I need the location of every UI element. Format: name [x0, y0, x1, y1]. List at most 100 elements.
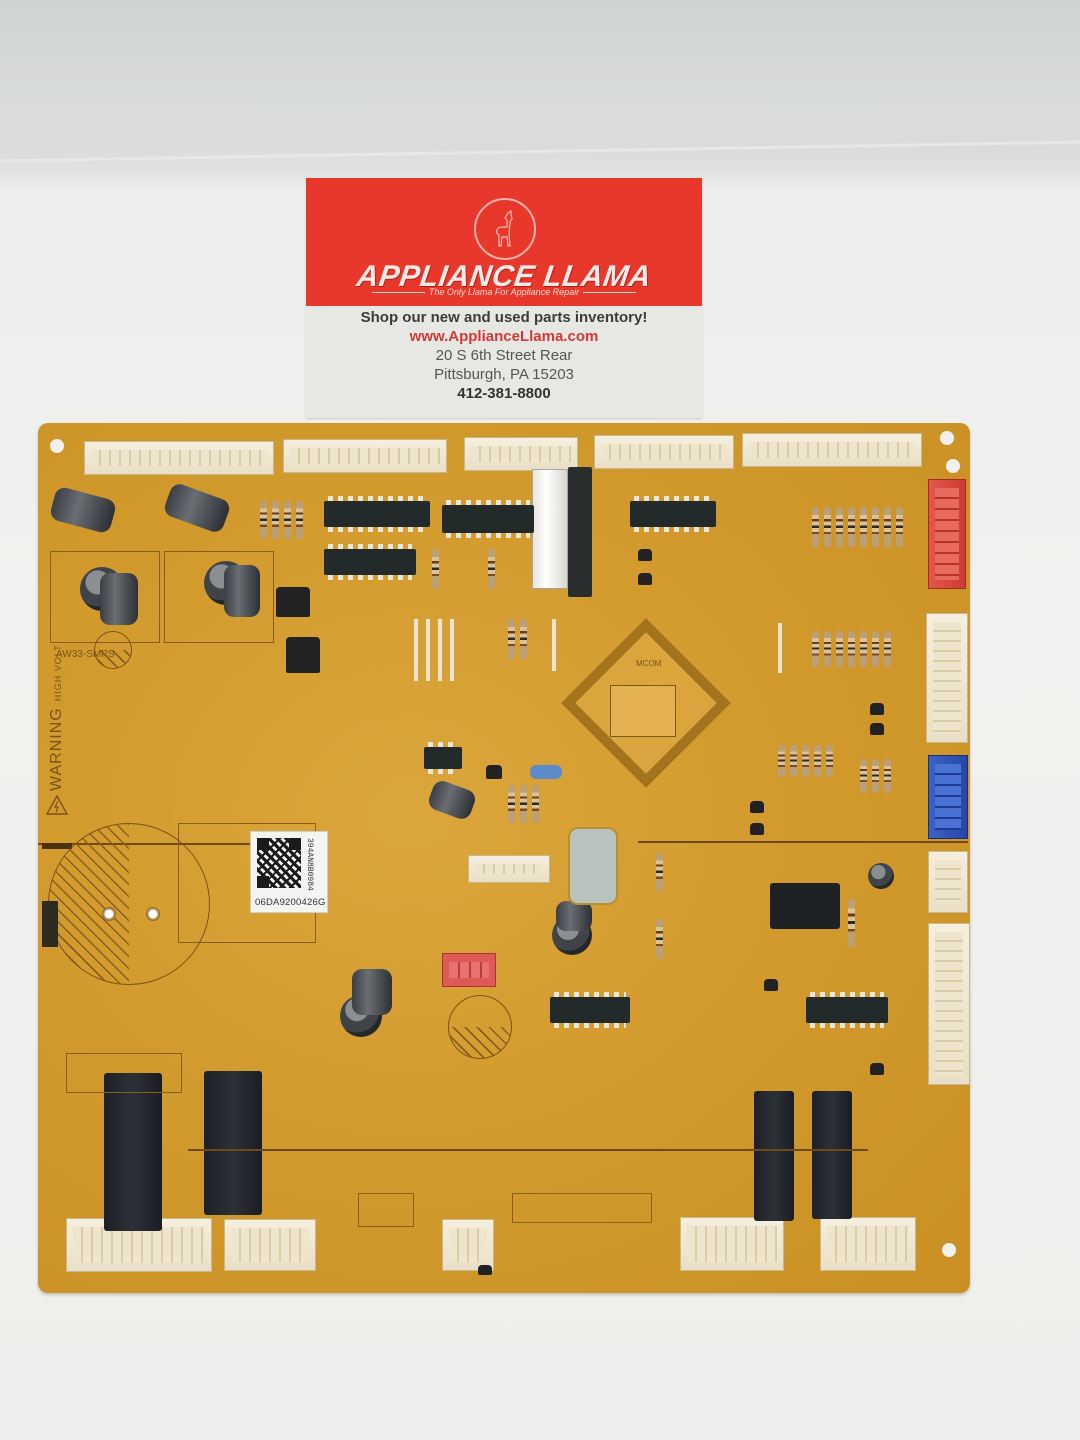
resistor [848, 899, 855, 947]
ic-chip [324, 544, 416, 580]
transistor [750, 801, 764, 813]
transistor [486, 765, 502, 779]
transistor [478, 1265, 492, 1275]
connector-right-2 [928, 851, 968, 913]
connector-top-3 [464, 437, 578, 471]
resistor [432, 549, 439, 589]
resistor [848, 631, 855, 667]
ic-chip [442, 500, 534, 538]
serial-number: 394AN8B0984 [305, 838, 314, 891]
resistor [884, 631, 891, 667]
jumper-wire [426, 619, 430, 681]
ic-chip [550, 992, 630, 1028]
led [146, 907, 160, 921]
shop-line: Shop our new and used parts inventory! [360, 309, 648, 326]
connector-bottom-4 [680, 1217, 784, 1271]
resistor [656, 853, 663, 891]
jumper-wire [450, 619, 454, 681]
bridge-rectifier [770, 883, 840, 929]
resistor [260, 501, 267, 539]
capacitor [868, 863, 894, 889]
qr-code-label: 394AN8B0984 06DA9200426G [250, 831, 328, 913]
mcu-info-box [610, 685, 676, 737]
connector-bottom-5 [820, 1217, 916, 1271]
resistor [532, 785, 539, 823]
brand-tagline: The Only Llama For Appliance Repair [372, 287, 636, 303]
connector-bottom-2 [224, 1219, 316, 1271]
relay [812, 1091, 852, 1219]
resistor [520, 619, 527, 659]
resistor [836, 631, 843, 667]
resistor [824, 507, 831, 547]
relay [104, 1073, 162, 1231]
connector-top-5 [742, 433, 922, 467]
resistor [812, 631, 819, 667]
resistor [872, 507, 879, 547]
ground-pad [42, 901, 58, 947]
resistor [848, 507, 855, 547]
background-wall [0, 0, 1080, 190]
transistor [276, 587, 310, 617]
address-line-1: 20 S 6th Street Rear [435, 347, 573, 364]
relay [754, 1091, 794, 1221]
capacitor [556, 901, 592, 931]
transistor [870, 723, 884, 735]
capacitor [426, 778, 478, 822]
relay [204, 1071, 262, 1215]
connector-right-3 [928, 923, 970, 1085]
mcu-label: MCOM [636, 659, 662, 668]
section-label: AW33-SMPS [56, 649, 115, 660]
resistor [860, 507, 867, 547]
jumper-wire [552, 619, 556, 671]
connector-mid-white [468, 855, 550, 883]
capacitor [162, 481, 232, 535]
resistor [884, 759, 891, 793]
connector-mid-pink [442, 953, 496, 987]
tagline-text: The Only Llama For Appliance Repair [424, 287, 584, 297]
film-capacitor [530, 765, 562, 779]
connector-top-4 [594, 435, 734, 469]
resistor [296, 501, 303, 539]
mount-hole [50, 439, 64, 453]
silkscreen-outline [50, 551, 160, 643]
resistor [790, 745, 797, 777]
transistor [870, 1063, 884, 1075]
transistor [638, 573, 652, 585]
hatched-footprint [94, 631, 132, 669]
resistor [884, 507, 891, 547]
capacitor [48, 485, 118, 535]
high-voltage-warning: WARNINGHIGH VOLT [48, 644, 66, 791]
resistor [824, 631, 831, 667]
mount-hole [946, 459, 960, 473]
board-cutout [568, 827, 618, 905]
resistor [872, 759, 879, 793]
resistor [778, 745, 785, 777]
resistor [872, 631, 879, 667]
resistor [896, 507, 903, 547]
connector-right-1 [926, 613, 968, 743]
resistor [836, 507, 843, 547]
resistor [860, 631, 867, 667]
hatched-footprint [48, 823, 210, 985]
connector-top-1 [84, 441, 274, 475]
part-number: 06DA9200426G [255, 897, 326, 908]
resistor [520, 785, 527, 823]
mount-hole [942, 1243, 956, 1257]
phone-number: 412-381-8800 [457, 385, 551, 402]
address-line-2: Pittsburgh, PA 15203 [434, 366, 574, 383]
card-body: Shop our new and used parts inventory! w… [306, 308, 702, 403]
resistor [860, 759, 867, 793]
transistor [750, 823, 764, 835]
capacitor [352, 969, 392, 1015]
resistor [802, 745, 809, 777]
silkscreen-outline [164, 551, 274, 643]
ic-chip [324, 496, 430, 532]
business-card: APPLIANCE LLAMA The Only Llama For Appli… [306, 178, 702, 418]
connector-top-2 [283, 439, 447, 473]
qr-code [257, 838, 301, 888]
resistor [488, 549, 495, 589]
jumper-wire [778, 623, 782, 673]
control-board: MCOM [38, 423, 970, 1293]
regulator-body [568, 467, 592, 597]
silkscreen-outline [66, 1053, 182, 1093]
